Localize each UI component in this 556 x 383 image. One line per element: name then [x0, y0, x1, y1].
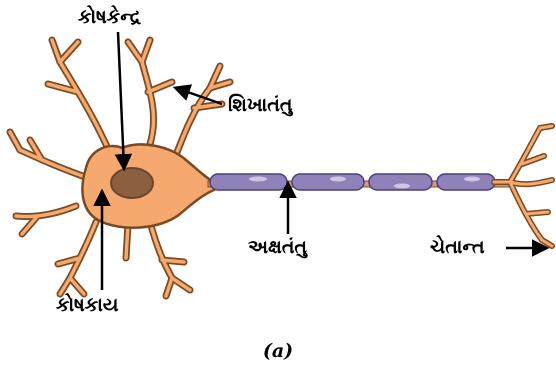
myelin-segment [292, 174, 364, 190]
myelin-sheath [210, 174, 495, 190]
cell-body-label: કોષકાય [56, 296, 118, 315]
dendrite-label: શિખાતંતુ [228, 96, 292, 115]
figure-caption: (a) [0, 340, 556, 362]
nucleus-label: કોષકેન્દ્ર [78, 8, 141, 27]
myelin-segment [437, 174, 495, 190]
myelin-segment [210, 174, 287, 190]
axon-label: અક્ષતંતુ [248, 238, 307, 257]
nucleus [111, 168, 153, 198]
nerve-ending-label: ચેતાન્ત [430, 238, 485, 257]
